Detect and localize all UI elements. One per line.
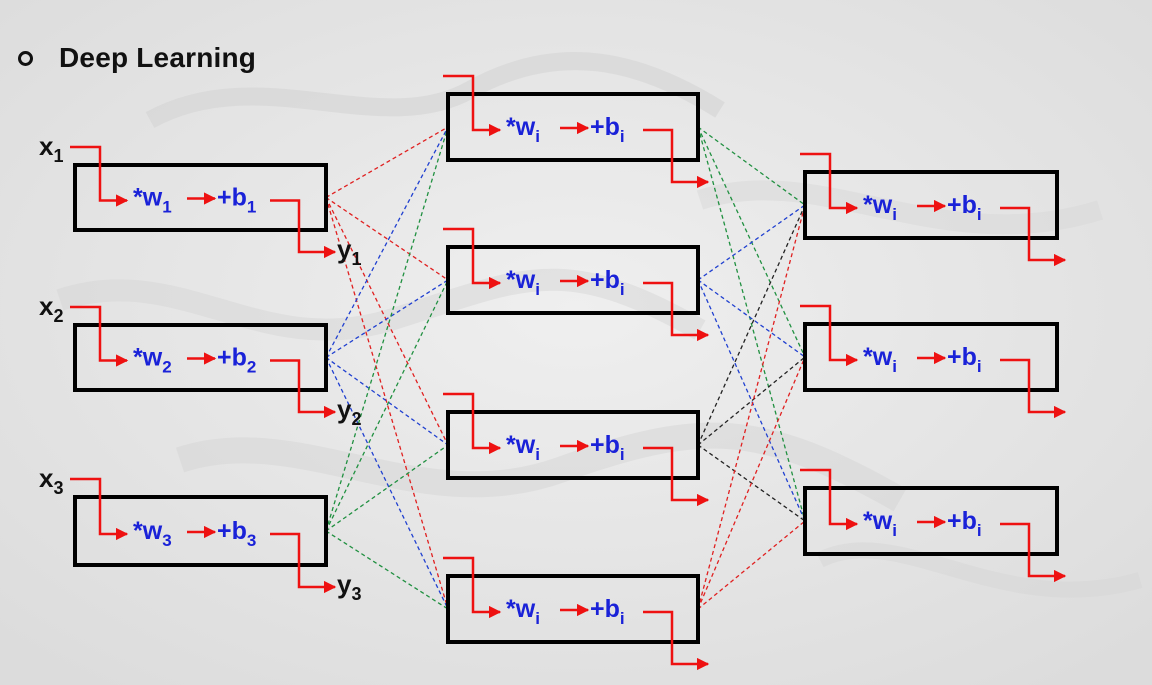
input-label-x2: x2 [39,291,63,326]
layer1-layer2-link-0-3 [325,197,449,610]
output-arrow [1000,358,1067,419]
input-arrow [443,74,502,137]
weight-label: *wi [506,266,540,299]
bias-label: +bi [947,507,982,540]
bias-label: +b1 [217,184,256,217]
layer2-layer3-link-3-2 [697,520,806,610]
layer2-layer3-link-0-2 [697,126,806,522]
layer1-layer2-link-1-0 [325,126,449,358]
input-arrow [800,304,859,367]
input-neuron-2: *w2 +b2 x2 y2 [39,291,361,429]
input-label-x3: x3 [39,463,63,498]
bias-label: +bi [947,343,982,376]
neuron-box [73,163,328,232]
output-arrow [270,199,337,259]
output-label-y3: y3 [337,569,361,604]
output-arrow [643,281,710,342]
output-arrow [270,532,337,594]
weight-label: *wi [863,507,897,540]
output-label-y2: y2 [337,394,361,429]
output-neuron-2: *wi +bi [800,304,1067,419]
neuron-box [446,574,700,644]
layer2-layer3-link-0-0 [697,126,806,206]
output-neuron-3: *wi +bi [800,468,1067,583]
input-arrow [70,145,129,207]
bias-label: +bi [590,266,625,299]
input-arrow [443,227,502,290]
weight-label: *w3 [133,517,172,550]
weight-label: *wi [863,343,897,376]
weight-label: *wi [506,595,540,628]
neuron-box [446,92,700,162]
layer2-layer3-link-3-1 [697,356,806,610]
neuron-box [803,486,1059,556]
input-neuron-1: *w1 +b1 x1 y1 [39,131,361,269]
weight-label: *wi [506,431,540,464]
input-arrow [443,392,502,455]
hidden-neuron-2: *wi +bi [443,227,710,342]
bias-label: +bi [947,191,982,224]
bias-label: +bi [590,113,625,146]
section-heading: Deep Learning [18,38,256,78]
bias-label: +b3 [217,517,256,550]
layer2-layer3-link-1-0 [697,204,806,281]
input-arrow [70,305,129,367]
output-label-y1: y1 [337,234,361,269]
weight-label: *wi [863,191,897,224]
layer2-layer3-link-1-2 [697,279,806,522]
layer1-layer2-link-1-3 [325,357,449,610]
input-arrow [70,477,129,541]
layer1-layer2-link-0-1 [325,196,449,281]
input-arrow [443,556,502,619]
output-arrow [270,359,337,419]
layer1-layer2-link-2-0 [325,126,449,532]
output-arrow [643,446,710,507]
neuron-box [803,322,1059,392]
hidden-neuron-4: *wi +bi [443,556,710,671]
layer1-layer2-link-2-1 [325,279,449,532]
hidden-neuron-3: *wi +bi [443,392,710,507]
layer1-layer2-link-0-2 [325,197,449,446]
weight-label: *w1 [133,184,172,217]
input-arrow [800,152,859,215]
layer1-layer2-link-0-0 [325,126,449,199]
layer1-layer2-link-2-2 [325,444,449,532]
weight-label: *wi [506,113,540,146]
output-arrow [1000,206,1067,267]
input-neuron-3: *w3 +b3 x3 y3 [39,463,361,604]
output-neuron-1: *wi +bi [800,152,1067,267]
section-title: Deep Learning [59,42,257,73]
bias-label: +bi [590,595,625,628]
input-label-x1: x1 [39,131,63,166]
neuron-box [73,495,328,567]
bullet-circle-icon [18,50,33,66]
hidden-neuron-1: *wi +bi [443,74,710,189]
layer1-layer2-link-2-3 [325,530,449,610]
neuron-box [803,170,1059,240]
output-arrow [643,128,710,189]
bias-label: +b2 [217,344,256,377]
neuron-box [446,245,700,315]
bias-label: +bi [590,431,625,464]
input-arrow [800,468,859,531]
layer2-layer3-link-2-0 [697,204,806,446]
output-arrow [1000,522,1067,583]
layer2-layer3-link-3-0 [697,204,806,610]
layer1-layer2-link-1-1 [325,279,449,359]
layer2-layer3-link-1-1 [697,279,806,358]
weight-label: *w2 [133,344,172,377]
layer2-layer3-link-2-1 [697,356,806,446]
output-arrow [643,610,710,671]
neuron-box [446,410,700,480]
neuron-box [73,323,328,392]
